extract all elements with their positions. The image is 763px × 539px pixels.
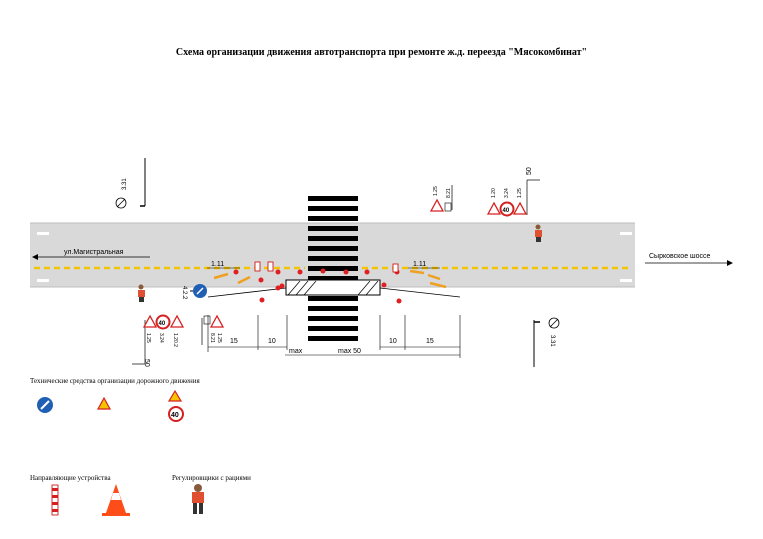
speed-value-bottom: 40 <box>159 321 166 327</box>
dim-left-max: max <box>289 348 303 355</box>
legend-guiding-devices-title: Направляющие устройства <box>30 474 111 482</box>
legend-keep-right-icon <box>37 397 53 413</box>
street-label-right: Сырковское шоссе <box>649 253 711 260</box>
taper-left <box>207 287 287 298</box>
sign-code-bl2-b: 8.21 <box>209 333 215 343</box>
sign-group-top-right-2: 40 1.20 3.24 1.25 50 <box>486 167 540 217</box>
crossing-stripes <box>308 196 358 341</box>
legend-barrier-post-icon <box>51 484 59 516</box>
lane-edge-marks <box>37 232 632 282</box>
traffic-controller-top-right <box>535 224 542 242</box>
dim-bottom-left: 50 <box>143 359 150 367</box>
marking-label-right: 1.11 <box>413 261 426 268</box>
sign-code-bl1-c: 1.25 <box>145 333 151 343</box>
legend-speed-limit-icon: 40 <box>168 406 184 422</box>
barriers <box>213 269 447 289</box>
sign-code-bl2-a: 1.25 <box>216 333 222 343</box>
taper-right <box>379 287 461 298</box>
legend-triangle-icon <box>167 389 183 402</box>
small-barrier-posts <box>254 261 399 273</box>
speed-value-top: 40 <box>503 208 510 214</box>
sign-keep-right: 4.2.2 <box>181 284 207 300</box>
marking-label-left: 1.11 <box>211 261 224 268</box>
legend-speed-value: 40 <box>171 412 179 419</box>
sign-code-tr1-b: 8.21 <box>446 188 452 198</box>
sign-code-tr2-a: 1.20 <box>491 188 497 198</box>
street-label-left: ул.Магистральная <box>64 249 124 256</box>
sign-code-top-left: 3.31 <box>122 178 128 190</box>
dim-top-right: 50 <box>526 167 533 175</box>
legend-traffic-controller-icon <box>192 484 204 514</box>
sign-group-top-right-1: 1.25 8.21 <box>429 185 453 212</box>
sign-code-tr2-c: 1.25 <box>517 188 523 198</box>
legend-traffic-controllers-title: Регулировщики с рациями <box>172 474 251 482</box>
sign-code-tr2-b: 3.24 <box>504 188 510 198</box>
sign-end-restrictions-top-left: 3.31 <box>115 158 146 209</box>
dim-right-15: 15 <box>426 338 434 345</box>
sign-group-bottom-left-1: 40 3.24 1.20.2 1.25 50 <box>132 314 185 367</box>
sign-code-bottom-right: 3.31 <box>549 335 555 347</box>
dimension-lines <box>207 315 461 358</box>
sign-end-restrictions-bottom-right: 3.31 <box>533 317 560 367</box>
page-title: Схема организации движения автотранспорт… <box>175 47 588 58</box>
legend-warning-icon <box>96 396 112 410</box>
dim-left-15: 15 <box>230 338 238 345</box>
dim-right-max50: max 50 <box>338 348 361 355</box>
sign-code-keep-right: 4.2.2 <box>181 286 187 300</box>
traffic-controller-bottom-left <box>138 284 145 302</box>
sign-code-tr1-a: 1.25 <box>433 186 439 196</box>
sign-group-bottom-left-2: 1.25 8.21 <box>201 314 225 345</box>
legend-tech-means-title: Технические средства организации дорожно… <box>30 377 200 385</box>
work-zone <box>285 279 381 296</box>
dim-left-10: 10 <box>268 338 276 345</box>
sign-code-bl1-a: 3.24 <box>158 333 164 343</box>
legend-cone-icon <box>102 484 130 516</box>
dim-right-10: 10 <box>389 338 397 345</box>
sign-code-bl1-b: 1.20.2 <box>172 333 178 347</box>
